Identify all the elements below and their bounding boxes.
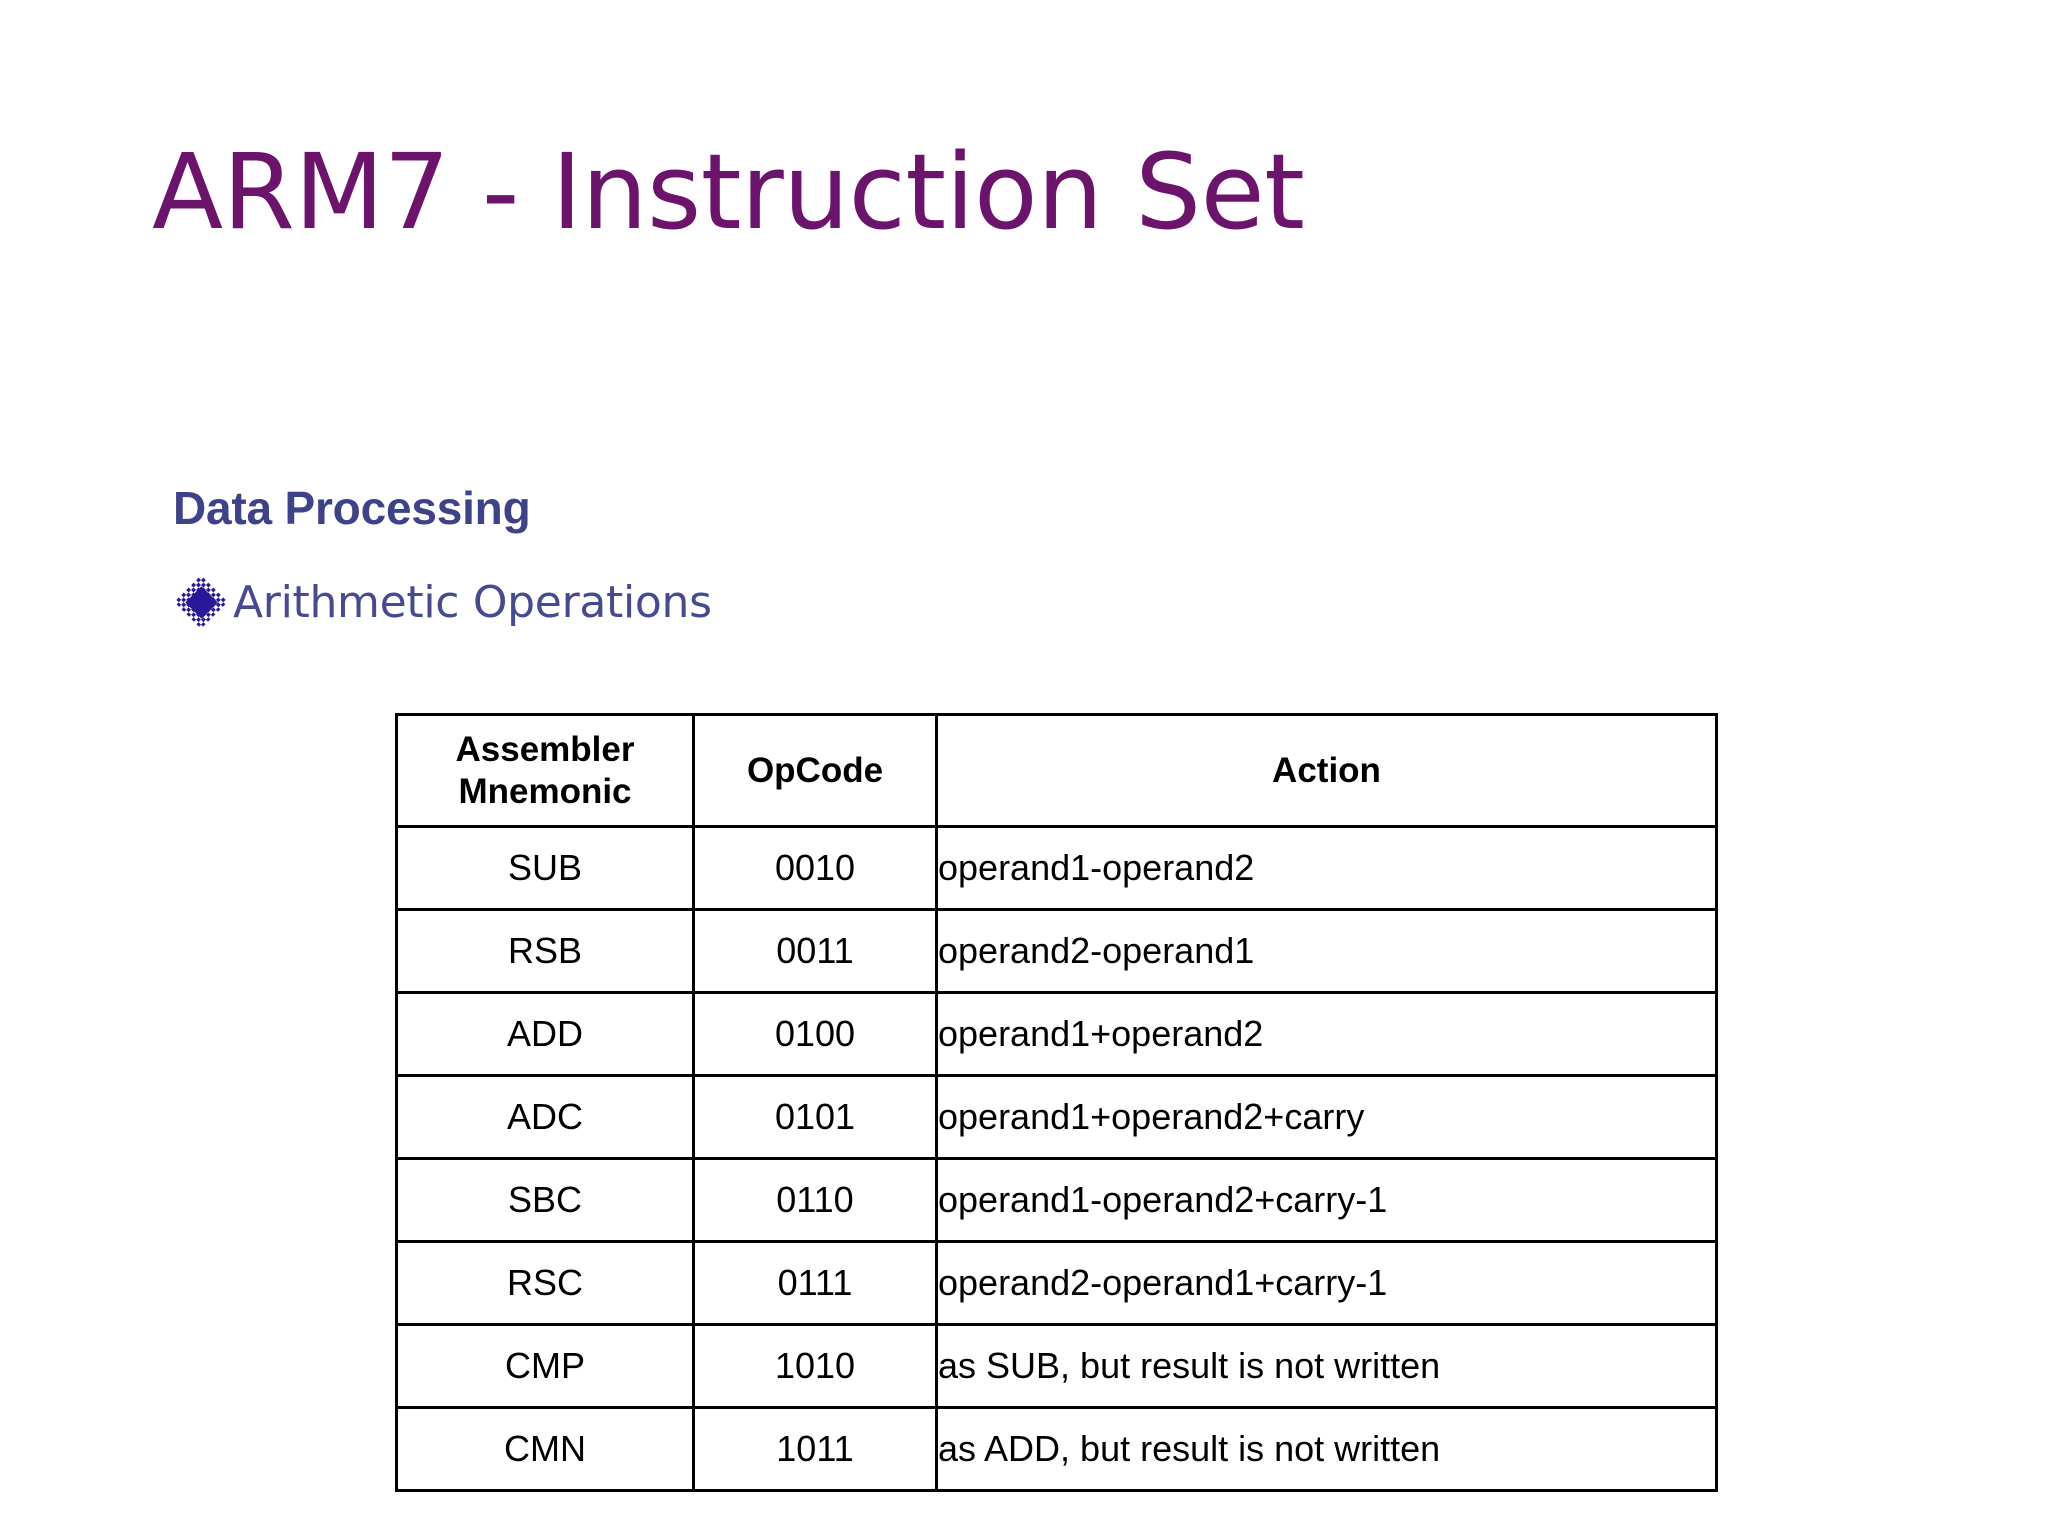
cell-mnemonic: ADD: [395, 991, 695, 1077]
diamond-bullet-icon: [172, 573, 230, 631]
cell-mnemonic: SBC: [395, 1157, 695, 1243]
cell-mnemonic: SUB: [395, 825, 695, 911]
cell-opcode: 0110: [692, 1157, 938, 1243]
arithmetic-operations-table: Assembler Mnemonic OpCode Action SUB 001…: [395, 713, 1718, 1492]
table-header-row: Assembler Mnemonic OpCode Action: [395, 713, 1718, 828]
table-row: SBC 0110 operand1-operand2+carry-1: [395, 1157, 1718, 1243]
cell-opcode: 0101: [692, 1074, 938, 1160]
cell-mnemonic: ADC: [395, 1074, 695, 1160]
cell-action: operand1-operand2+carry-1: [935, 1157, 1718, 1243]
cell-action: as SUB, but result is not written: [935, 1323, 1718, 1409]
cell-opcode: 0010: [692, 825, 938, 911]
section-heading: Data Processing: [173, 482, 531, 534]
cell-mnemonic: CMN: [395, 1406, 695, 1492]
table-row: RSC 0111 operand2-operand1+carry-1: [395, 1240, 1718, 1326]
cell-mnemonic: CMP: [395, 1323, 695, 1409]
cell-opcode: 0111: [692, 1240, 938, 1326]
table-body: SUB 0010 operand1-operand2 RSB 0011 oper…: [395, 825, 1718, 1492]
cell-opcode: 0100: [692, 991, 938, 1077]
column-header-line-2: Mnemonic: [458, 771, 632, 811]
table-row: RSB 0011 operand2-operand1: [395, 908, 1718, 994]
bullet-list-item: Arithmetic Operations: [172, 573, 712, 631]
table-row: CMP 1010 as SUB, but result is not writt…: [395, 1323, 1718, 1409]
table-header: Assembler Mnemonic OpCode Action: [395, 713, 1718, 828]
table-row: ADD 0100 operand1+operand2: [395, 991, 1718, 1077]
cell-action: operand1+operand2: [935, 991, 1718, 1077]
cell-opcode: 1011: [692, 1406, 938, 1492]
instruction-table-container: Assembler Mnemonic OpCode Action SUB 001…: [395, 713, 1718, 1492]
cell-mnemonic: RSC: [395, 1240, 695, 1326]
column-header-assembler-mnemonic: Assembler Mnemonic: [395, 713, 695, 828]
table-row: SUB 0010 operand1-operand2: [395, 825, 1718, 911]
column-header-action: Action: [935, 713, 1718, 828]
cell-opcode: 1010: [692, 1323, 938, 1409]
table-row: ADC 0101 operand1+operand2+carry: [395, 1074, 1718, 1160]
bullet-item-label: Arithmetic Operations: [233, 576, 712, 628]
cell-action: operand2-operand1: [935, 908, 1718, 994]
table-row: CMN 1011 as ADD, but result is not writt…: [395, 1406, 1718, 1492]
cell-action: operand2-operand1+carry-1: [935, 1240, 1718, 1326]
cell-action: operand1-operand2: [935, 825, 1718, 911]
page-title: ARM7 - Instruction Set: [152, 131, 1305, 253]
column-header-opcode: OpCode: [692, 713, 938, 828]
cell-action: operand1+operand2+carry: [935, 1074, 1718, 1160]
column-header-line-1: Assembler: [455, 730, 635, 770]
cell-action: as ADD, but result is not written: [935, 1406, 1718, 1492]
cell-mnemonic: RSB: [395, 908, 695, 994]
cell-opcode: 0011: [692, 908, 938, 994]
